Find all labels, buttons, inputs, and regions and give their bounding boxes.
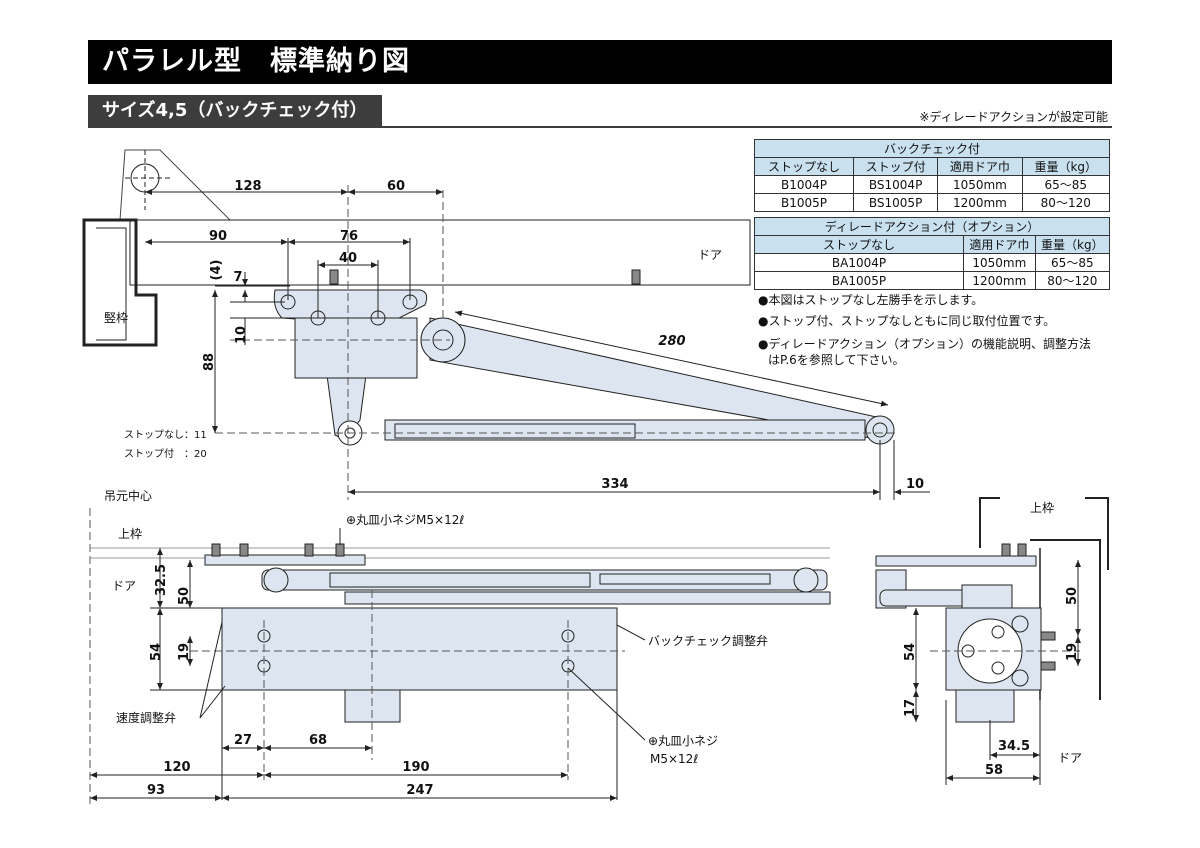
table-cell: B1005P [754, 193, 854, 212]
nostop-label: ストップなし：11 [124, 429, 207, 441]
dim-label: 34.5 [998, 739, 1030, 754]
door-label: ドア [112, 579, 136, 593]
closer-body-top [294, 317, 418, 379]
stop-label: ストップ付 ：20 [124, 447, 207, 460]
table-cell: BS1004P [852, 175, 939, 194]
vertical-frame [82, 218, 158, 347]
backcheck-table: バックチェック付 ストップなし ストップ付 適用ドア巾 重量（kg） B1004… [754, 139, 1111, 212]
dim-label: 19 [177, 643, 192, 661]
table-row: B1004P BS1004P 1050mm 65～85 [754, 175, 1111, 194]
table-header: 重量（kg） [1021, 157, 1111, 176]
front-view [89, 508, 831, 805]
dim-label: 40 [339, 251, 357, 266]
dim-label: 93 [147, 783, 165, 798]
dim-label: 190 [402, 760, 429, 775]
table-cell: 1200mm [963, 271, 1036, 290]
dim-label: 10 [234, 326, 249, 344]
table-row: B1005P BS1005P 1200mm 80～120 [754, 193, 1111, 212]
door-slab [129, 219, 751, 286]
side-top-frame-label: 上枠 [1030, 501, 1054, 515]
delayed-action-note: ※ディレードアクションが設定可能 [919, 110, 1108, 124]
dim-label: 120 [163, 760, 190, 775]
table-row: BA1005P 1200mm 80～120 [754, 271, 1111, 290]
table-row: BA1004P 1050mm 65～85 [754, 253, 1111, 272]
dim-label: 10 [906, 477, 924, 492]
dim-label: 27 [234, 733, 252, 748]
table-cell: 1050mm [937, 175, 1023, 194]
pivot-bracket [119, 149, 232, 221]
dim-label: 76 [340, 229, 358, 244]
dim-label: 280 [658, 334, 685, 349]
top-view [82, 149, 930, 500]
table-cell: 1200mm [937, 193, 1023, 212]
side-view [875, 497, 1109, 785]
table-cell: BA1005P [754, 271, 964, 290]
dim-label: 50 [177, 587, 192, 605]
screw-size-label: M5×12ℓ [650, 752, 698, 766]
screw-label: ⊕丸皿小ネジM5×12ℓ [346, 513, 464, 527]
dim-label: 7 [233, 270, 242, 285]
dim-label: 60 [387, 179, 405, 194]
screw-label: ⊕丸皿小ネジ [648, 734, 718, 748]
dim-label: 88 [202, 353, 217, 371]
dim-label: 19 [1065, 643, 1080, 661]
table-cell: 80～120 [1021, 193, 1111, 212]
dim-label: 68 [309, 733, 327, 748]
side-door-label: ドア [1058, 751, 1082, 765]
arm-shoe [204, 554, 366, 566]
subtitle-underline [88, 126, 1112, 128]
dim-label: 54 [903, 643, 918, 661]
dim-label: 128 [234, 179, 261, 194]
note-line: ●本図はストップなし左勝手を示します。 [758, 293, 984, 307]
table-cell: 80～120 [1034, 271, 1111, 290]
speed-valve-label: 速度調整弁 [116, 710, 176, 725]
dim-label: 247 [406, 783, 433, 798]
dim-label: 54 [149, 643, 164, 661]
delayed-action-table: ディレードアクション付（オプション） ストップなし 適用ドア巾 重量（kg） B… [754, 217, 1111, 290]
dim-label: 17 [903, 699, 918, 717]
dim-label: 334 [601, 477, 628, 492]
table-header: 適用ドア巾 [937, 157, 1023, 176]
dim-label: 58 [985, 763, 1003, 778]
dim-label: (4) [209, 260, 224, 281]
closer-body [221, 607, 618, 691]
dim-label: 50 [1065, 587, 1080, 605]
dim-label: 90 [209, 229, 227, 244]
table-header: ストップ付 [852, 157, 939, 176]
table-header: 適用ドア巾 [963, 235, 1036, 254]
door-label: ドア [698, 248, 722, 262]
page-title: パラレル型 標準納り図 [88, 40, 1112, 84]
backcheck-table-caption: バックチェック付 [754, 139, 1110, 158]
section-subtitle: サイズ4,5（バックチェック付） [88, 95, 382, 127]
dim-label: 32.5 [154, 564, 169, 596]
backcheck-valve-label: バックチェック調整弁 [648, 633, 768, 648]
frame-label: 竪枠 [104, 311, 128, 325]
table-cell: BA1004P [754, 253, 964, 272]
top-frame-label: 上枠 [118, 527, 142, 541]
pivot-center-label: 吊元中心 [104, 488, 152, 503]
